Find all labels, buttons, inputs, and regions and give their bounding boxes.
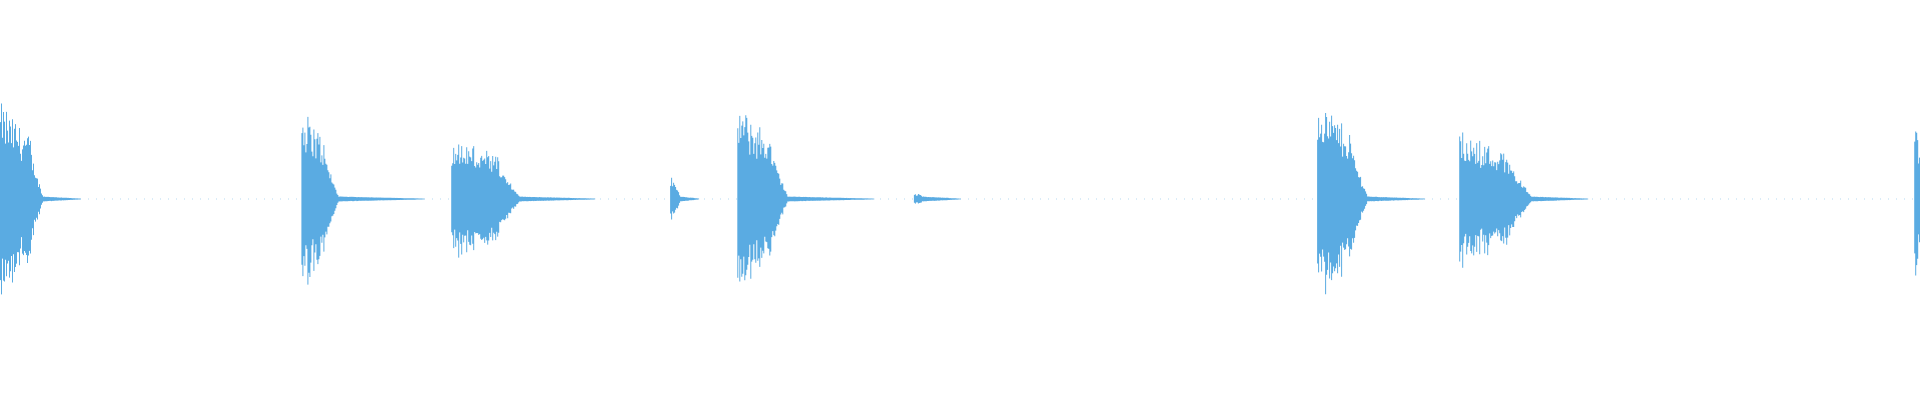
waveform-burst xyxy=(670,177,700,220)
waveform-burst xyxy=(737,115,875,282)
waveform-burst-path xyxy=(913,194,961,204)
waveform-burst xyxy=(1317,113,1426,295)
waveform-burst-path xyxy=(0,103,81,295)
waveform-bursts xyxy=(0,103,1920,295)
waveform-burst-path xyxy=(1317,113,1426,295)
waveform-burst xyxy=(913,194,961,204)
waveform-burst-path xyxy=(1459,132,1589,268)
waveform-burst xyxy=(0,103,81,295)
waveform-burst xyxy=(1914,131,1920,276)
waveform-burst-path xyxy=(1914,131,1920,276)
waveform-burst-path xyxy=(670,177,700,220)
waveform-burst-path xyxy=(301,116,425,285)
waveform-burst xyxy=(451,144,596,258)
waveform-burst xyxy=(301,116,425,285)
waveform-burst xyxy=(1459,132,1589,268)
waveform-burst-path xyxy=(451,144,596,258)
waveform-burst-path xyxy=(737,115,875,282)
